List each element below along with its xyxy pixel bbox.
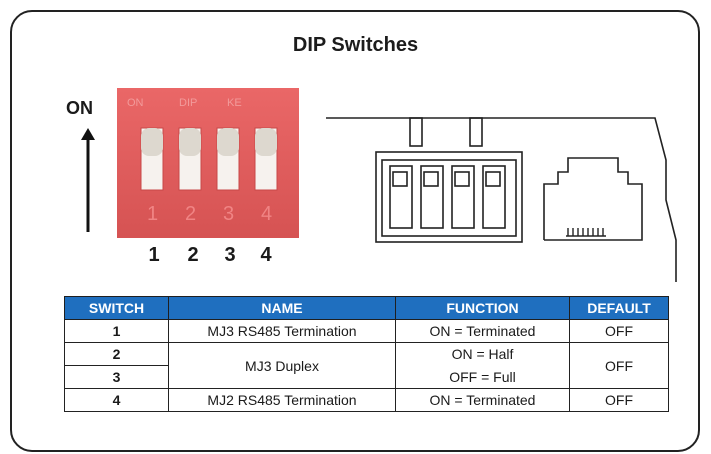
col-header-function: FUNCTION bbox=[395, 296, 570, 320]
function-cell: ON = Terminated bbox=[395, 388, 570, 412]
col-header-name: NAME bbox=[168, 296, 396, 320]
function-cell: OFF = Full bbox=[395, 365, 570, 389]
switch-number-1: 1 bbox=[148, 244, 160, 266]
svg-text:4: 4 bbox=[261, 203, 272, 225]
rj45-jack bbox=[543, 157, 643, 241]
dip-switch-4[interactable] bbox=[254, 127, 278, 191]
dip-switch-3[interactable] bbox=[216, 127, 240, 191]
name-cell: MJ2 RS485 Termination bbox=[168, 388, 396, 412]
switch-number-2: 2 bbox=[187, 244, 199, 266]
on-label: ON bbox=[66, 98, 93, 118]
col-header-switch: SWITCH bbox=[64, 296, 169, 320]
default-cell: OFF bbox=[569, 342, 669, 389]
svg-text:KE: KE bbox=[227, 97, 242, 109]
svg-text:DIP: DIP bbox=[179, 97, 197, 109]
svg-text:2: 2 bbox=[185, 203, 196, 225]
up-arrow-icon bbox=[81, 128, 95, 232]
name-cell: MJ3 Duplex bbox=[168, 342, 396, 389]
default-cell: OFF bbox=[569, 319, 669, 343]
svg-text:1: 1 bbox=[147, 203, 158, 225]
svg-text:ON: ON bbox=[127, 97, 144, 109]
function-cell: ON = Half bbox=[395, 342, 570, 366]
terminal-block-connector bbox=[375, 151, 523, 243]
table-row: 2 MJ3 Duplex ON = Half OFF bbox=[64, 342, 669, 389]
rj45-pins bbox=[566, 228, 606, 237]
switch-cell: 2 bbox=[64, 342, 169, 366]
table-row: 3 OFF = Full bbox=[64, 365, 669, 389]
diagram-title: DIP Switches bbox=[292, 34, 419, 56]
dip-switch-2[interactable] bbox=[178, 127, 202, 191]
dip-switch-table: SWITCH NAME FUNCTION DEFAULT 1 MJ3 RS485… bbox=[64, 296, 669, 412]
col-header-default: DEFAULT bbox=[569, 296, 669, 320]
default-cell: OFF bbox=[569, 388, 669, 412]
table-row: 4 MJ2 RS485 Termination ON = Terminated … bbox=[64, 388, 669, 412]
dip-switch-1[interactable] bbox=[140, 127, 164, 191]
dip-switch-block: ON DIP KE 1 2 3 4 bbox=[117, 88, 299, 238]
name-cell: MJ3 RS485 Termination bbox=[168, 319, 396, 343]
switch-number-4: 4 bbox=[260, 244, 272, 266]
switch-cell: 4 bbox=[64, 388, 169, 412]
table-header-row: SWITCH NAME FUNCTION DEFAULT bbox=[64, 296, 669, 320]
table-row: 1 MJ3 RS485 Termination ON = Terminated … bbox=[64, 319, 669, 343]
switch-number-3: 3 bbox=[224, 244, 236, 266]
switch-cell: 1 bbox=[64, 319, 169, 343]
function-cell: ON = Terminated bbox=[395, 319, 570, 343]
svg-text:3: 3 bbox=[223, 203, 234, 225]
switch-cell: 3 bbox=[64, 365, 169, 389]
